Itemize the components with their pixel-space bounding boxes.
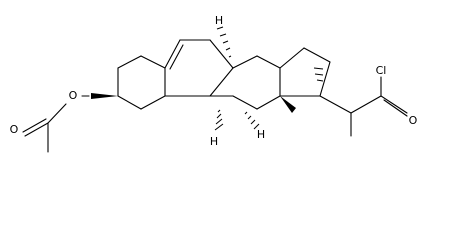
carbonyl-oxygen-label: O xyxy=(409,114,418,127)
skeletal-formula-diagram: Cl O O O H H H xyxy=(10,14,418,153)
chlorine-label: Cl xyxy=(376,64,387,77)
acetyl-oxygen-label: O xyxy=(10,123,19,136)
hydrogen-label-right: H xyxy=(257,128,265,141)
ester-oxygen-label: O xyxy=(69,89,78,102)
hydrogen-label-top: H xyxy=(215,14,223,27)
ring-c xyxy=(209,55,281,110)
stereo-bonds xyxy=(91,26,324,131)
acid-chloride-side-chain xyxy=(319,76,408,137)
ring-b xyxy=(164,39,234,97)
ring-d xyxy=(279,47,331,97)
hydrogen-label-left: H xyxy=(210,135,218,148)
acetate-group xyxy=(22,95,90,153)
ring-a xyxy=(117,55,166,110)
